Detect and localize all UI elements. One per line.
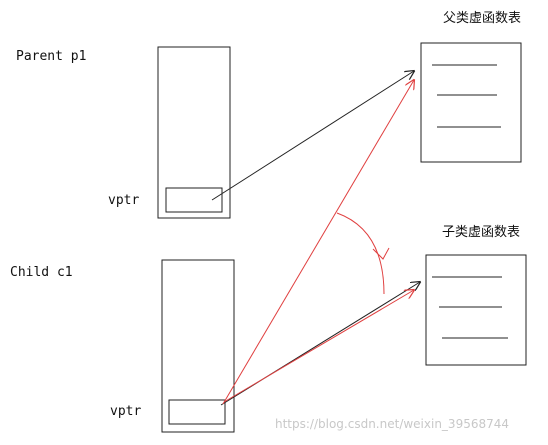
red-arc-arrowhead	[372, 247, 390, 260]
child-vtable-box	[425, 254, 527, 366]
child-vtable-title: 子类虚函数表	[442, 225, 520, 240]
parent-vptr-arrow	[211, 71, 414, 201]
red-pointer-to-child-vtable	[223, 290, 414, 403]
parent-vptr-label: vptr	[108, 193, 139, 208]
red-pointer-to-parent-vtable	[222, 80, 414, 405]
child-object-label: Child c1	[10, 265, 73, 280]
watermark: https://blog.csdn.net/weixin_39568744	[275, 417, 509, 431]
child-vptr-slot	[168, 399, 226, 425]
parent-object-label: Parent p1	[16, 49, 86, 64]
parent-vtable-title: 父类虚函数表	[443, 11, 521, 26]
child-object-box	[161, 259, 235, 433]
parent-vptr-slot	[165, 187, 223, 213]
red-redirect-arc	[336, 212, 385, 295]
parent-object-box	[157, 46, 231, 219]
parent-vtable-box	[420, 42, 522, 163]
child-vptr-label: vptr	[110, 404, 141, 419]
